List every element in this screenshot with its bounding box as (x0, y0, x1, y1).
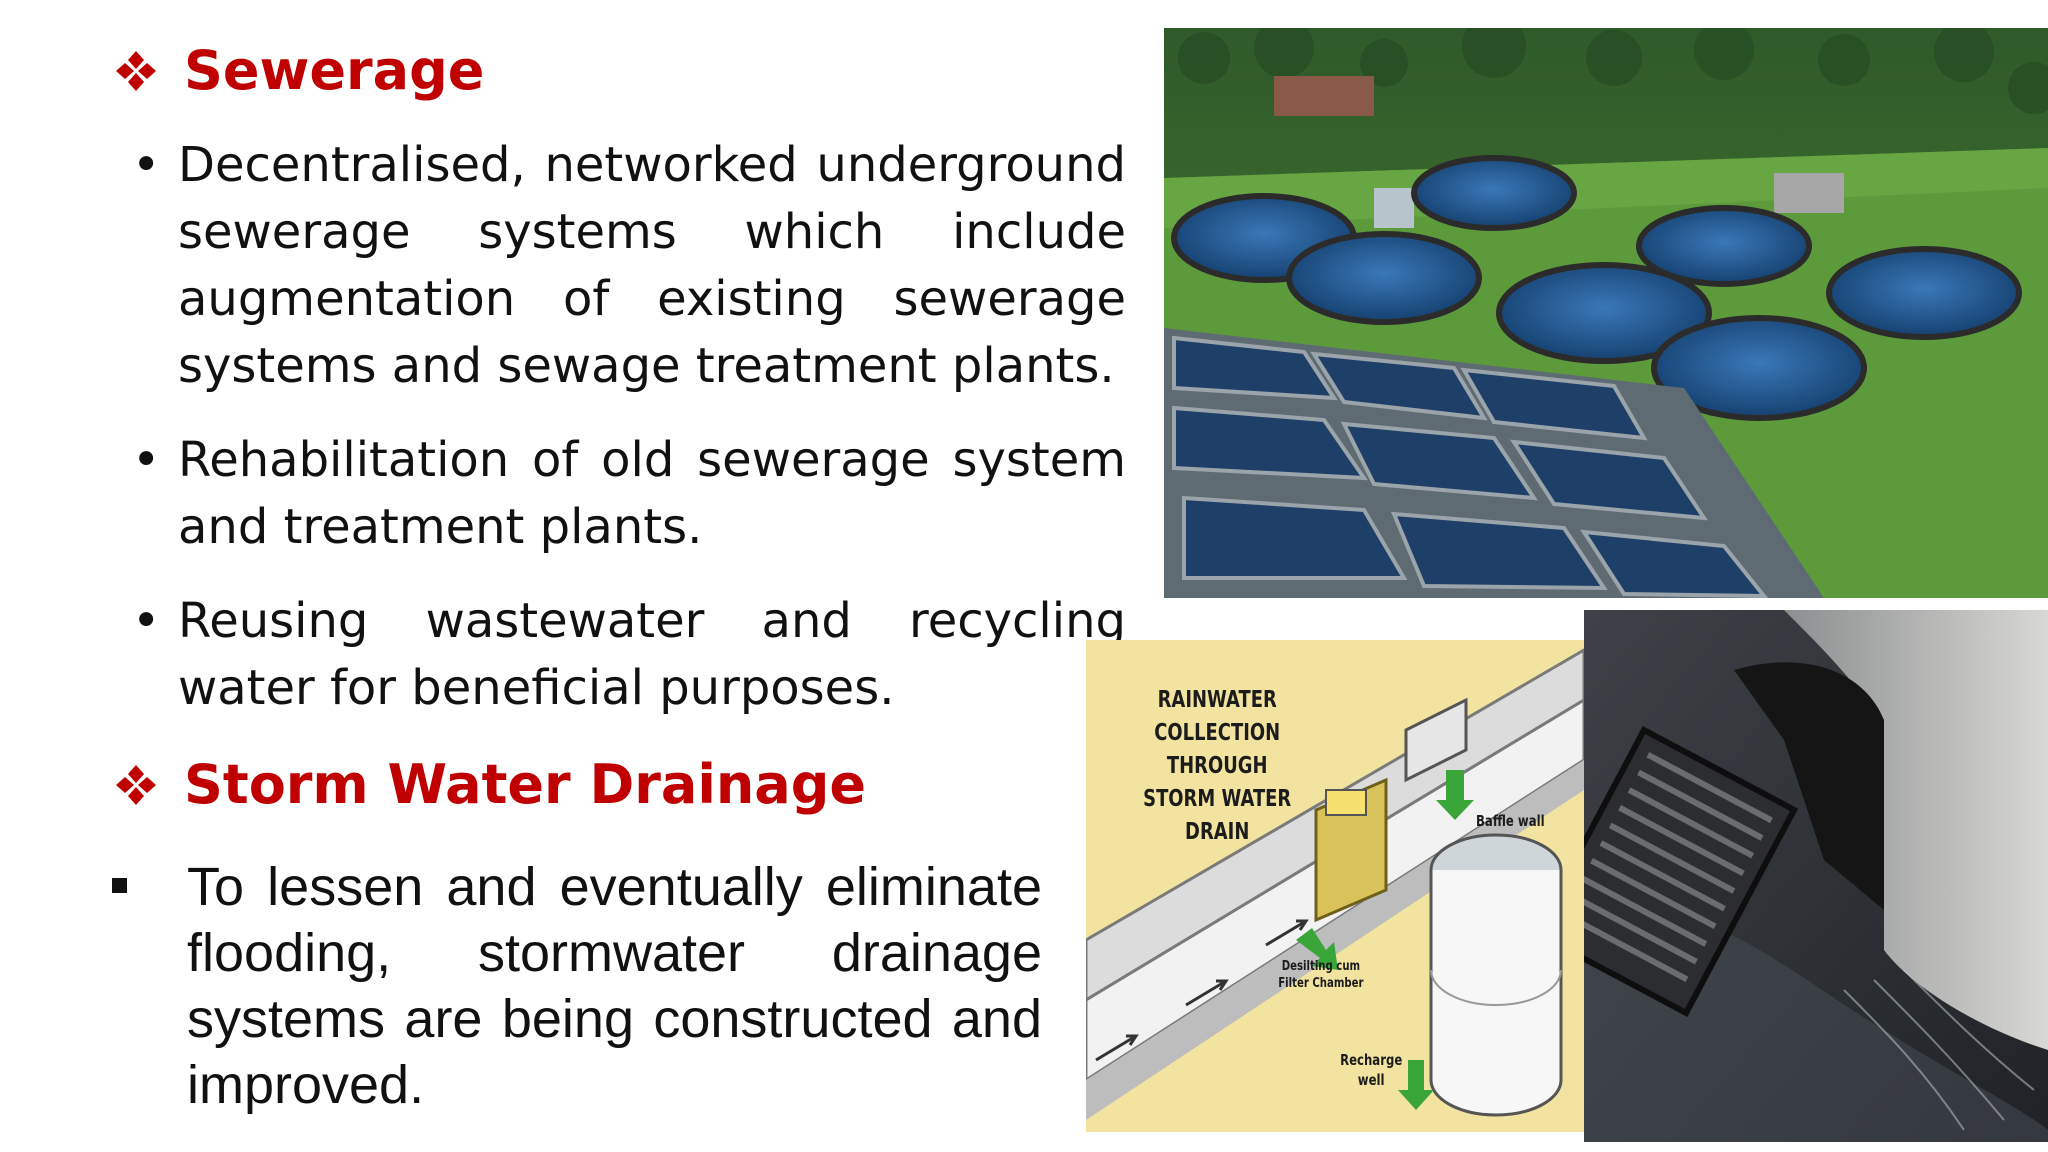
diagram-title: RAINWATER COLLECTION THROUGH STORM WATER… (1143, 687, 1292, 845)
round-bullet: • (132, 137, 161, 193)
round-bullet: • (132, 432, 161, 488)
storm-water-text: To lessen and eventually eliminate flood… (187, 857, 1042, 1115)
four-diamond-icon (116, 765, 156, 805)
sewerage-bullet-text: Reusing wastewater and recycling water f… (178, 593, 1126, 716)
baffle-wall-label: Baffle wall (1476, 812, 1545, 830)
storm-water-heading: Storm Water Drainage (114, 758, 866, 812)
square-bullet (112, 878, 127, 893)
sewage-treatment-plant-photo (1164, 28, 2048, 598)
recharge-well-label: Recharge well (1340, 1051, 1403, 1089)
sewerage-bullet-text: Rehabilitation of old sewerage system an… (178, 432, 1126, 555)
desilting-chamber-label: Desilting cum Filter Chamber (1278, 959, 1364, 991)
sewerage-bullet-2: • Rehabilitation of old sewerage system … (120, 427, 1126, 561)
sewerage-bullet-text: Decentralised, networked underground sew… (178, 137, 1126, 394)
four-diamond-icon (116, 51, 156, 91)
sewerage-heading-text: Sewerage (184, 39, 485, 102)
sewerage-bullet-3: • Reusing wastewater and recycling water… (120, 588, 1126, 722)
storm-drain-grate-photo (1584, 610, 2048, 1142)
storm-water-heading-text: Storm Water Drainage (184, 753, 867, 816)
sewerage-bullet-1: • Decentralised, networked underground s… (120, 132, 1126, 400)
storm-water-drain-diagram: RAINWATER COLLECTION THROUGH STORM WATER… (1086, 640, 1584, 1132)
round-bullet: • (132, 593, 161, 649)
sewerage-heading: Sewerage (114, 44, 484, 98)
storm-water-paragraph: To lessen and eventually eliminate flood… (112, 854, 1042, 1118)
sewerage-bullet-list: • Decentralised, networked underground s… (120, 132, 1126, 749)
